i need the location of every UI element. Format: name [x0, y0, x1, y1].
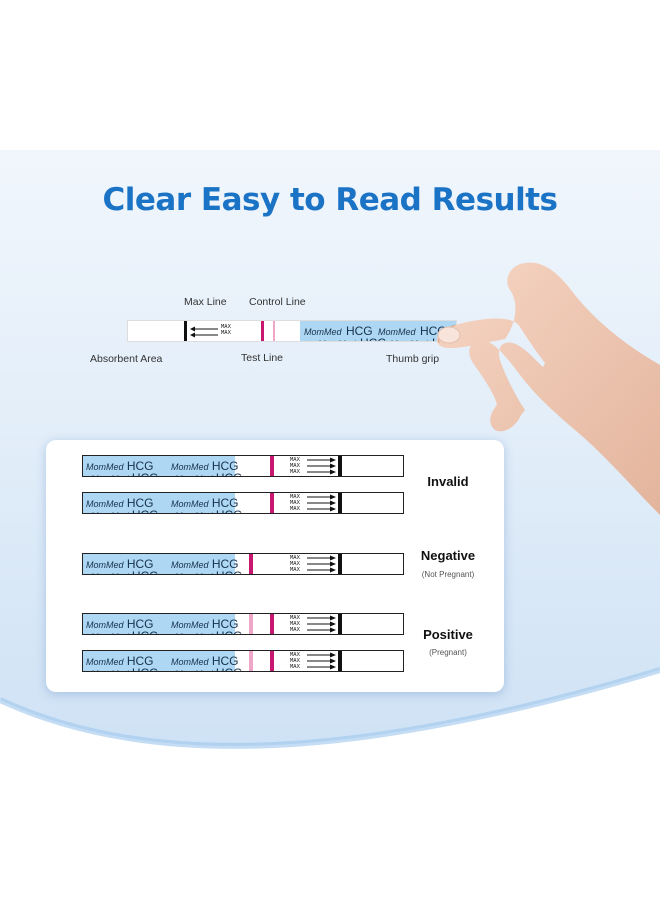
thumb-grip-area	[83, 493, 235, 513]
result-label-negative: Negative	[420, 548, 476, 563]
brand-text: MomMed HCG	[171, 496, 239, 510]
result-label-positive: Positive	[423, 627, 473, 642]
brand-text: MomMed HCG	[175, 469, 243, 476]
brand-text: MomMed HCG	[91, 506, 159, 513]
max-line-mark	[338, 614, 342, 634]
brand-text: MomMed HCG	[304, 324, 373, 338]
thumb-grip-area	[83, 651, 235, 671]
arrow-icons	[307, 457, 336, 475]
brand-text: MomMed HCG	[171, 617, 239, 631]
brand-text: MomMed HCG	[171, 654, 239, 668]
brand-text: MomMed HCG	[86, 654, 154, 668]
test-line-mark	[261, 321, 264, 341]
thumb-grip-area	[83, 614, 235, 634]
max-line-mark	[338, 456, 342, 476]
max-line-mark	[338, 554, 342, 574]
max-line-label: Max Line	[184, 296, 227, 308]
brand-text: MomMed HCG	[171, 459, 239, 473]
brand-text: MomMed HCG	[91, 627, 159, 634]
thumb-grip-area	[83, 456, 235, 476]
control-line-mark	[270, 456, 274, 476]
max-line-mark	[338, 651, 342, 671]
brand-text: MomMed HCG	[86, 459, 154, 473]
hand-illustration	[436, 262, 660, 515]
page-title: Clear Easy to Read Results	[102, 182, 558, 218]
test-line-label: Test Line	[241, 352, 284, 364]
arrow-icons	[190, 326, 218, 338]
result-sub-negative: (Not Pregnant)	[421, 570, 475, 579]
result-label-invalid: Invalid	[427, 474, 469, 489]
brand-text: MomMed HCG	[91, 567, 159, 574]
thumb-grip-label: Thumb grip	[386, 353, 440, 365]
brand-text: MomMed HCG	[171, 557, 239, 571]
brand-text: MomMed HCG	[86, 557, 154, 571]
brand-text: MomMed HCG	[175, 664, 243, 671]
background-wave	[0, 667, 660, 800]
brand-text: MomMed HCG	[318, 334, 387, 341]
control-line-mark	[270, 493, 274, 513]
fingernail	[437, 326, 461, 344]
test-line-mark	[249, 614, 253, 634]
max-line-mark	[338, 493, 342, 513]
arrow-icons	[307, 494, 336, 512]
control-line-mark	[270, 614, 274, 634]
arrow-icons	[307, 615, 336, 633]
test-line-mark	[249, 554, 253, 574]
brand-text: MomMed HCG	[86, 617, 154, 631]
control-line-mark	[273, 321, 275, 341]
test-line-mark	[249, 651, 253, 671]
thumb-grip-area	[83, 554, 235, 574]
brand-text: MomMed HCG	[175, 567, 243, 574]
brand-text: MomMed HCG	[175, 627, 243, 634]
arrow-icons	[307, 652, 336, 670]
thumb-grip-area	[300, 321, 456, 341]
result-sub-positive: (Pregnant)	[429, 648, 467, 657]
max-line-mark	[184, 321, 187, 341]
control-line-label: Control Line	[249, 296, 306, 308]
arrow-icons	[307, 555, 336, 573]
absorbent-area-label: Absorbent Area	[90, 353, 163, 365]
brand-text: MomMed HCG	[91, 469, 159, 476]
brand-text: MomMed HCG	[86, 496, 154, 510]
control-line-mark	[270, 651, 274, 671]
brand-text: MomMed HCG	[175, 506, 243, 513]
brand-text: MomMed HCG	[91, 664, 159, 671]
